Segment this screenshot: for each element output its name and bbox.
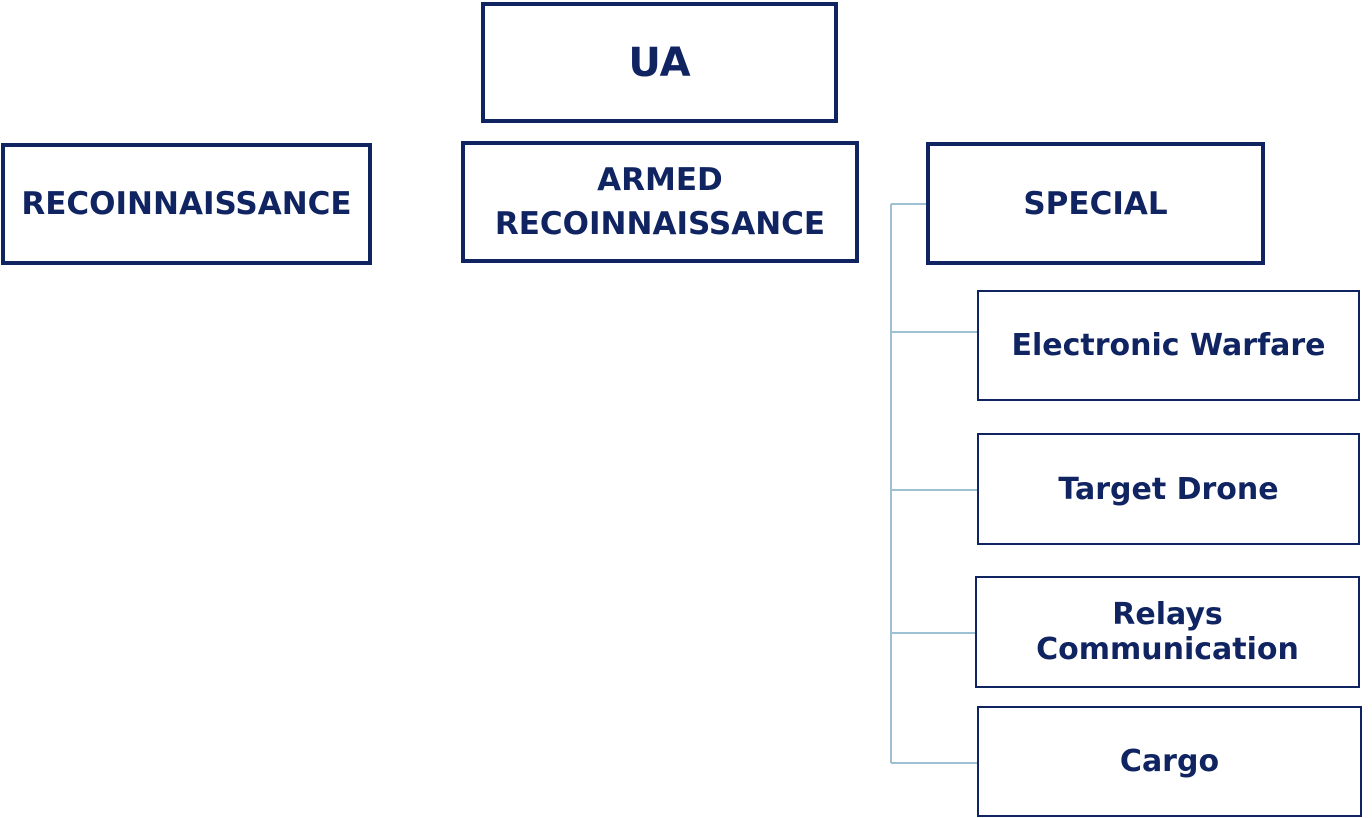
electronic-warfare-label: Electronic Warfare [1011,328,1326,363]
cargo-label: Cargo [1119,744,1220,779]
reconnaissance-label: RECOINNAISSANCE [21,186,352,222]
root-node-label: UA [628,39,691,86]
armed-reconnaissance-label-line2: RECOINNAISSANCE [494,206,826,242]
category-node-reconnaissance: RECOINNAISSANCE [1,143,372,265]
category-node-special: SPECIAL [926,142,1265,265]
subnode-cargo: Cargo [977,706,1362,817]
category-node-armed-reconnaissance: ARMED RECOINNAISSANCE [461,141,859,263]
armed-reconnaissance-label-line1: ARMED [597,162,723,198]
root-node-ua: UA [481,2,838,123]
relays-communication-label: Relays Communication [1036,597,1299,667]
target-drone-label: Target Drone [1058,471,1279,507]
subnode-electronic-warfare: Electronic Warfare [977,290,1360,401]
subnode-relays-communication: Relays Communication [975,576,1360,688]
special-label: SPECIAL [1023,185,1168,222]
subnode-target-drone: Target Drone [977,433,1360,545]
